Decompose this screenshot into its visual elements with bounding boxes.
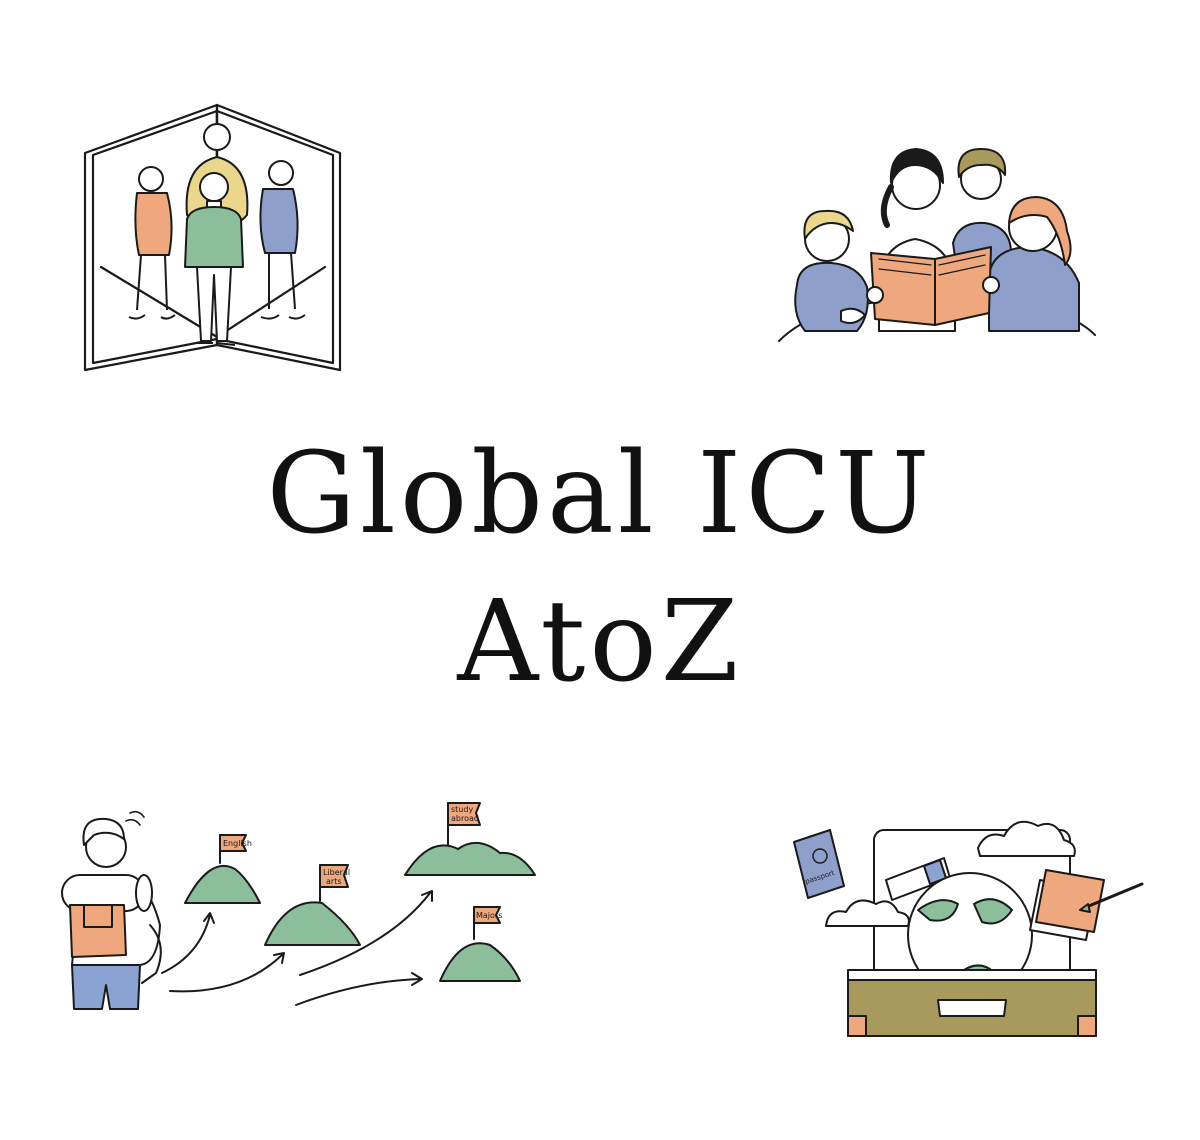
mirror-people-illustration: [83, 103, 342, 372]
page-title: Global ICU AtoZ: [0, 420, 1200, 716]
flag-english-label: English: [223, 839, 252, 848]
hiker-mountains-illustration: English Liberal arts study abroad Majors: [61, 802, 536, 1010]
flag-arts-label: arts: [326, 877, 342, 886]
title-line-1: Global ICU: [266, 429, 934, 559]
title-line-2: AtoZ: [457, 577, 743, 707]
flag-majors-label: Majors: [476, 911, 502, 920]
suitcase-globe-illustration: passport: [793, 820, 1144, 1037]
flag-abroad-label: abroad: [451, 814, 479, 823]
flag-study-label: study: [451, 805, 473, 814]
flag-liberal-label: Liberal: [323, 868, 350, 877]
reading-group-illustration: [778, 148, 1096, 342]
